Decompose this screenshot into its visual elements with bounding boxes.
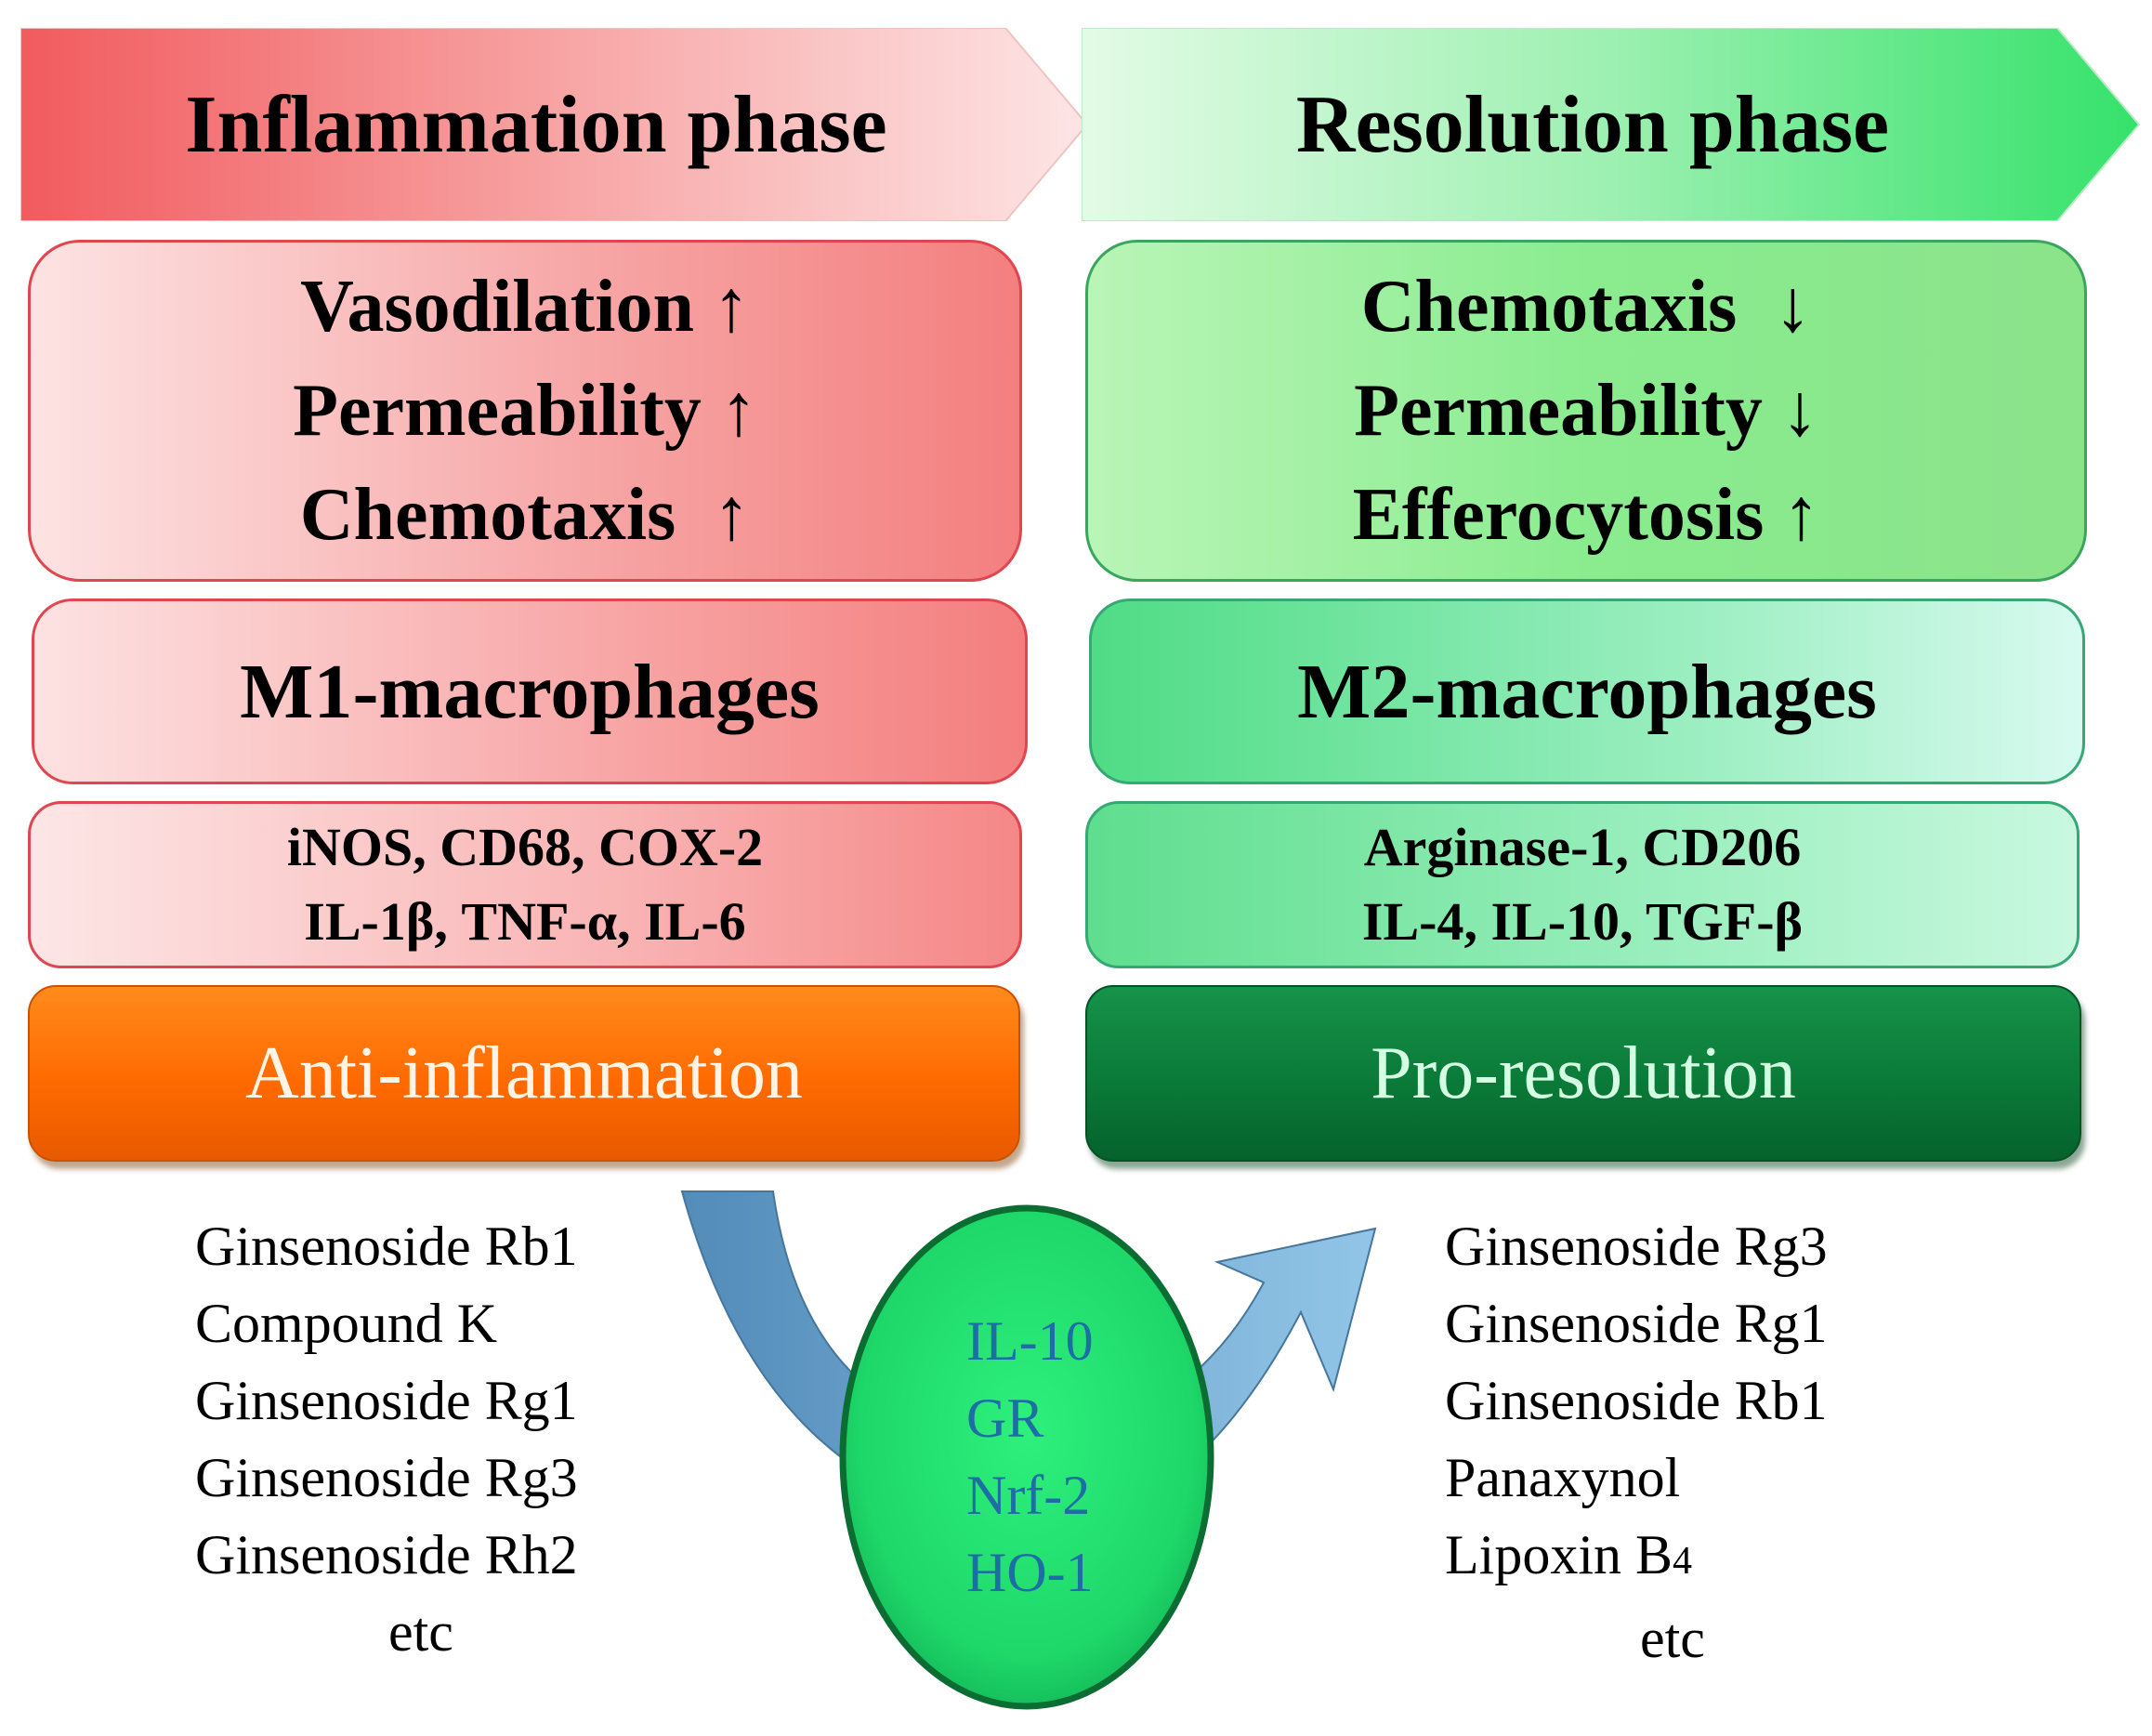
lipoxin-subscript: 4 xyxy=(1673,1540,1693,1583)
effect-vasodilation: Vasodilation ↑ xyxy=(300,266,750,348)
m1-markers-line-1: iNOS, CD68, COX-2 xyxy=(286,817,764,877)
resolution-effects-box: Chemotaxis ↓ Permeability ↓ Efferocytosi… xyxy=(1085,240,2087,582)
effect-chemotaxis-up: Chemotaxis ↑ xyxy=(299,474,751,556)
compound-item: Ginsenoside Rg1 xyxy=(1445,1293,1828,1354)
m1-markers-line-2: IL-1β, TNF-α, IL-6 xyxy=(304,891,746,952)
compound-item: Ginsenoside Rb1 xyxy=(1445,1370,1828,1431)
mediator-nrf2: Nrf-2 xyxy=(966,1465,1091,1526)
compound-etc: etc xyxy=(388,1601,453,1663)
effect-chemotaxis-down: Chemotaxis ↓ xyxy=(1360,266,1812,348)
resolution-phase-banner: Resolution phase xyxy=(1082,28,2141,221)
effect-permeability-up: Permeability ↑ xyxy=(293,370,757,452)
compound-item: Ginsenoside Rb1 xyxy=(195,1216,578,1277)
mediator-ho1: HO-1 xyxy=(966,1542,1094,1603)
compound-etc: etc xyxy=(1640,1608,1705,1669)
mediator-il10: IL-10 xyxy=(966,1310,1094,1372)
inflammation-phase-title: Inflammation phase xyxy=(185,79,887,170)
m2-macrophages-label: M2-macrophages xyxy=(1297,648,1877,735)
effect-permeability-down: Permeability ↓ xyxy=(1354,370,1818,452)
effect-efferocytosis-up: Efferocytosis ↑ xyxy=(1352,474,1820,556)
compound-item: Ginsenoside Rg1 xyxy=(195,1370,578,1431)
m2-markers-line-2: IL-4, IL-10, TGF-β xyxy=(1361,891,1804,952)
lipoxin-name: Lipoxin B xyxy=(1445,1524,1673,1585)
inflammation-effects-box: Vasodilation ↑ Permeability ↑ Chemotaxis… xyxy=(28,240,1022,582)
m1-macrophages-label: M1-macrophages xyxy=(240,648,820,735)
inflammation-phase-banner: Inflammation phase xyxy=(20,28,1089,221)
m1-markers-box: iNOS, CD68, COX-2 IL-1β, TNF-α, IL-6 xyxy=(28,801,1022,968)
compound-item-lipoxin: Lipoxin B4 xyxy=(1445,1517,1828,1600)
compound-item: Ginsenoside Rh2 xyxy=(195,1524,578,1585)
m2-markers-line-1: Arginase-1, CD206 xyxy=(1363,817,1802,877)
m2-markers-box: Arginase-1, CD206 IL-4, IL-10, TGF-β xyxy=(1085,801,2080,968)
pro-resolution-box: Pro-resolution xyxy=(1085,985,2081,1162)
compound-item: Compound K xyxy=(195,1293,498,1354)
compound-item: Ginsenoside Rg3 xyxy=(1445,1216,1828,1277)
mediator-oval xyxy=(839,1204,1214,1710)
anti-inflammation-box: Anti-inflammation xyxy=(28,985,1020,1162)
anti-inflammation-compounds: Ginsenoside Rb1 Compound K Ginsenoside R… xyxy=(195,1208,578,1671)
anti-inflammation-label: Anti-inflammation xyxy=(245,1032,803,1114)
m1-macrophages-box: M1-macrophages xyxy=(32,598,1028,784)
pro-resolution-compounds: Ginsenoside Rg3 Ginsenoside Rg1 Ginsenos… xyxy=(1445,1208,1828,1677)
pro-resolution-label: Pro-resolution xyxy=(1371,1032,1796,1114)
mediator-gr: GR xyxy=(966,1387,1044,1449)
compound-item: Ginsenoside Rg3 xyxy=(195,1447,578,1508)
resolution-banner-arrow-shape xyxy=(1082,28,2141,221)
resolution-phase-title: Resolution phase xyxy=(1295,79,1890,170)
mediator-list: IL-10 GR Nrf-2 HO-1 xyxy=(966,1303,1094,1611)
compound-item: Panaxynol xyxy=(1445,1447,1681,1508)
m2-macrophages-box: M2-macrophages xyxy=(1089,598,2085,784)
inflammation-banner-arrow-shape xyxy=(20,28,1089,221)
